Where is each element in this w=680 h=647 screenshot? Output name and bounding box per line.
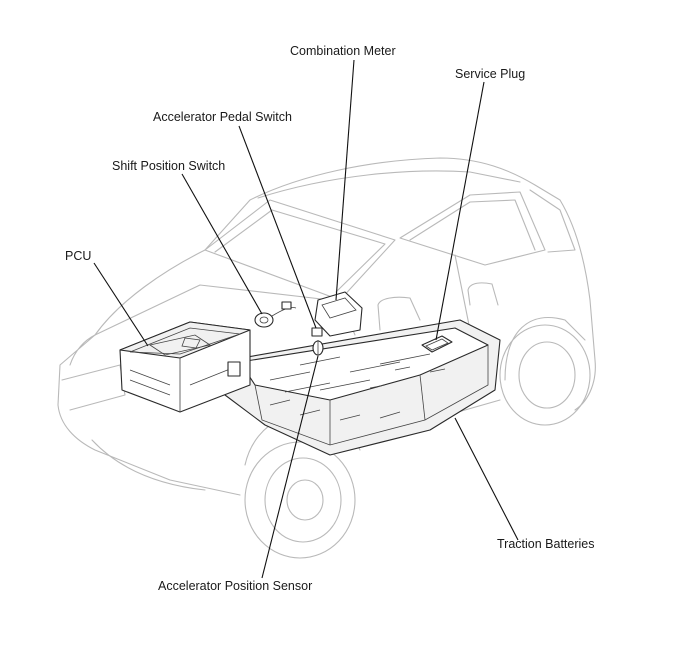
- label-traction-batteries: Traction Batteries: [497, 537, 595, 551]
- label-service-plug: Service Plug: [455, 67, 526, 81]
- leader-traction-batteries: [454, 417, 519, 541]
- leader-combination-meter: [335, 59, 355, 301]
- pcu-unit: [119, 321, 251, 413]
- label-combination-meter: Combination Meter: [290, 44, 396, 58]
- combination-meter-part: [314, 291, 363, 337]
- shift-position-switch-part: [254, 301, 297, 328]
- leader-pcu: [93, 262, 149, 347]
- label-pcu: PCU: [65, 249, 92, 263]
- leader-lines: [93, 59, 519, 579]
- leader-service-plug: [435, 81, 485, 341]
- leader-accelerator-position-sensor: [261, 355, 319, 579]
- leader-shift-position-switch: [181, 173, 263, 315]
- traction-battery-pack: [224, 319, 501, 456]
- leader-accelerator-pedal-switch: [238, 125, 317, 329]
- car-body-outline: [57, 157, 596, 559]
- label-accelerator-position-sensor: Accelerator Position Sensor: [158, 579, 313, 593]
- service-plug-part: [421, 335, 453, 353]
- label-accelerator-pedal-switch: Accelerator Pedal Switch: [153, 110, 292, 124]
- label-shift-position-switch: Shift Position Switch: [112, 159, 226, 173]
- accelerator-pedal-part: [311, 327, 324, 356]
